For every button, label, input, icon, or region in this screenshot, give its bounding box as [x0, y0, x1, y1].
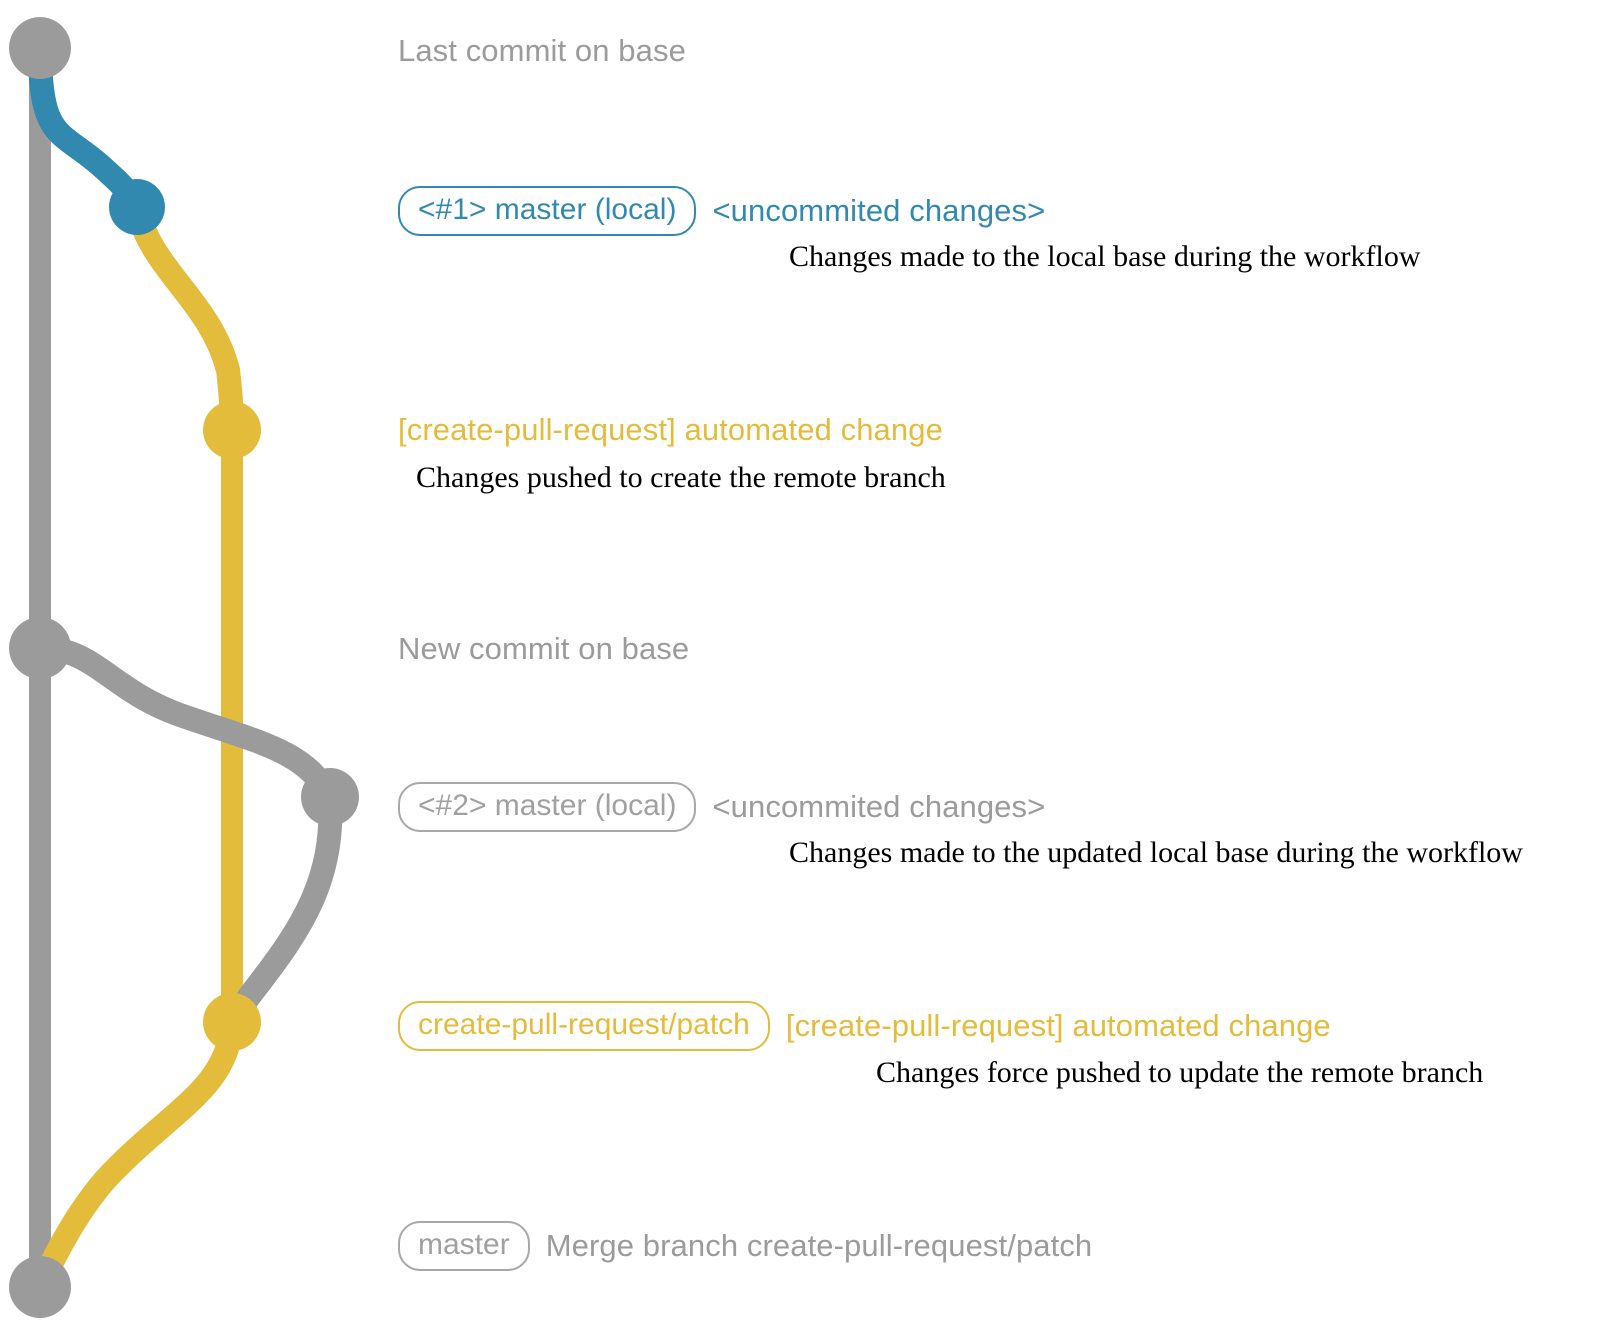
row-automated-change-2: create-pull-request/patch [create-pull-r…: [398, 1001, 1331, 1051]
commit-node-master-local-1[interactable]: [109, 179, 165, 235]
branch-badge-create-pull-request-patch[interactable]: create-pull-request/patch: [398, 1001, 770, 1051]
row-description-master-local-2: Changes made to the updated local base d…: [789, 836, 1523, 869]
edge-patch2-to-merge: [28, 1010, 244, 1299]
commit-subject: [create-pull-request] automated change: [398, 412, 943, 447]
branch-badge-master[interactable]: master: [398, 1221, 530, 1271]
commit-subject: [create-pull-request] automated change: [785, 1008, 1331, 1043]
row-new-commit-on-base: New commit on base: [398, 631, 689, 667]
edge-base2-to-local2: [28, 636, 342, 809]
row-master-local-1: <#1> master (local) <uncommited changes>: [398, 186, 1045, 236]
row-description-automated-change-1: Changes pushed to create the remote bran…: [416, 461, 946, 494]
row-master-local-2: <#2> master (local) <uncommited changes>: [398, 782, 1045, 832]
row-description-master-local-1: Changes made to the local base during th…: [789, 240, 1421, 273]
branch-badge-master-local-2[interactable]: <#2> master (local): [398, 782, 697, 832]
commit-subject: <uncommited changes>: [712, 789, 1046, 824]
row-merge-commit: master Merge branch create-pull-request/…: [398, 1221, 1092, 1271]
row-description-automated-change-2: Changes force pushed to update the remot…: [876, 1056, 1484, 1089]
commit-node-automated-change-1[interactable]: [203, 401, 261, 459]
edge-local1-to-patch1: [125, 195, 244, 442]
commit-node-merge-commit[interactable]: [9, 1256, 71, 1318]
commit-subject: New commit on base: [398, 631, 690, 666]
commit-subject: Merge branch create-pull-request/patch: [545, 1228, 1093, 1263]
commit-node-automated-change-2[interactable]: [203, 993, 261, 1051]
git-graph: [9, 17, 359, 1318]
commit-node-new-commit-on-base[interactable]: [9, 617, 71, 679]
commit-subject: <uncommited changes>: [712, 193, 1046, 228]
commit-node-master-local-2[interactable]: [301, 768, 359, 826]
row-automated-change-1: [create-pull-request] automated change: [398, 412, 943, 448]
row-last-commit-on-base: Last commit on base: [398, 33, 686, 69]
commit-node-last-commit-on-base[interactable]: [9, 17, 71, 79]
branch-badge-master-local-1[interactable]: <#1> master (local): [398, 186, 697, 236]
edge-local2-to-patch2: [220, 785, 343, 1034]
commit-subject: Last commit on base: [398, 33, 686, 68]
